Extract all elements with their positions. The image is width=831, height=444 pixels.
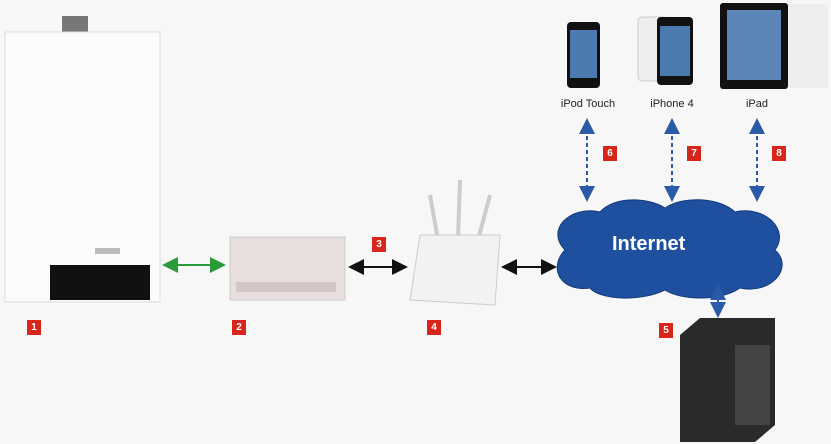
ipad-image — [720, 3, 828, 89]
ipod-touch-label: iPod Touch — [560, 98, 616, 110]
badge-5: 5 — [659, 323, 673, 338]
router — [409, 179, 501, 306]
ipod-touch-image — [567, 22, 600, 88]
badge-1: 1 — [27, 320, 41, 335]
badge-4: 4 — [427, 320, 441, 335]
gateway — [229, 236, 346, 301]
badge-2: 2 — [232, 320, 246, 335]
server — [680, 318, 775, 442]
iphone-4-image — [637, 16, 693, 85]
badge-7: 7 — [687, 146, 701, 161]
badge-6: 6 — [603, 146, 617, 161]
iphone-4-label: iPhone 4 — [650, 98, 694, 110]
badge-3: 3 — [372, 237, 386, 252]
ipad-label: iPad — [745, 98, 769, 110]
boiler — [4, 16, 161, 303]
internet-label: Internet — [612, 233, 686, 255]
internet-cloud — [556, 199, 783, 299]
badge-8: 8 — [772, 146, 786, 161]
